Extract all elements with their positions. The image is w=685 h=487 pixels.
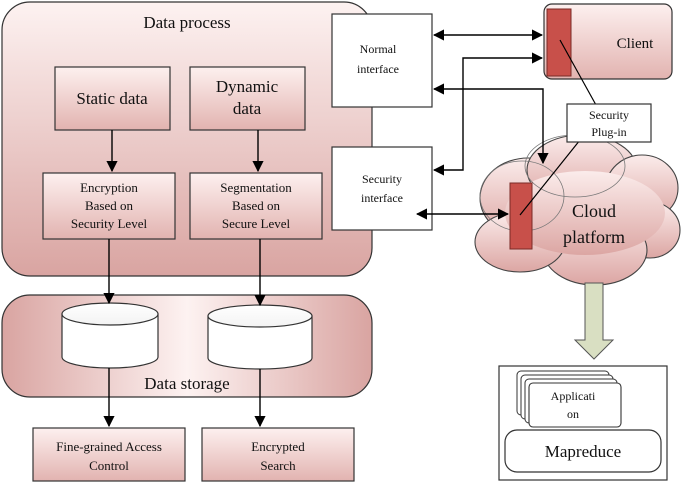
encrypted-search-line2: Search	[260, 458, 296, 473]
client-box: Client	[543, 3, 673, 80]
security-interface-box: Security interface	[331, 146, 433, 231]
access-control-line1: Fine-grained Access	[56, 439, 162, 454]
cloud-platform: Cloud platform	[474, 134, 681, 286]
data-process-title: Data process	[143, 13, 230, 32]
arrow-normal-cloud	[432, 83, 549, 165]
encrypted-search-line1: Encrypted	[251, 439, 305, 454]
dynamic-data-box: Dynamic data	[189, 66, 306, 131]
segmentation-box: Segmentation Based on Secure Level	[189, 172, 323, 240]
dynamic-data-label-line1: Dynamic	[216, 77, 279, 96]
dynamic-data-label-line2: data	[233, 99, 262, 118]
security-plugin-box: Security Plug-in	[566, 103, 652, 143]
security-plugin-line2: Plug-in	[591, 125, 626, 139]
normal-interface-box: Normal interface	[331, 13, 433, 108]
access-control-line2: Control	[89, 458, 129, 473]
encryption-line3: Security Level	[71, 216, 148, 231]
encrypted-search-box: Encrypted Search	[201, 427, 355, 482]
access-control-box: Fine-grained Access Control	[32, 427, 186, 482]
cloud-label-line1: Cloud	[572, 201, 616, 221]
mapreduce-box: Mapreduce	[504, 429, 662, 473]
segmentation-line2: Based on	[232, 198, 281, 213]
client-red-bar	[546, 8, 572, 77]
mapreduce-label: Mapreduce	[545, 442, 621, 461]
cloud-label-line2: platform	[563, 227, 625, 247]
encryption-box: Encryption Based on Security Level	[42, 172, 176, 240]
application-line2: on	[567, 407, 579, 421]
database-cylinder-left	[61, 302, 159, 369]
normal-interface-line1: Normal	[360, 42, 397, 56]
security-plugin-line1: Security	[589, 108, 629, 122]
encryption-line1: Encryption	[80, 180, 138, 195]
segmentation-line1: Segmentation	[220, 180, 292, 195]
arrow-security-interface-client	[432, 52, 544, 176]
static-data-box: Static data	[54, 66, 171, 131]
application-line1: Applicati	[551, 389, 596, 403]
client-label: Client	[617, 36, 654, 52]
arrow-cloud-to-app	[573, 282, 615, 360]
normal-interface-line2: interface	[357, 62, 399, 76]
plugin-link-client	[559, 39, 597, 106]
security-interface-line2: interface	[361, 191, 403, 205]
encryption-line2: Based on	[85, 198, 134, 213]
data-storage-title: Data storage	[144, 374, 229, 393]
static-data-label: Static data	[76, 89, 148, 108]
security-interface-line1: Security	[362, 172, 402, 186]
data-storage-panel: Data storage	[1, 294, 373, 398]
segmentation-line3: Secure Level	[222, 216, 291, 231]
cloud-red-bar	[509, 182, 533, 250]
database-cylinder-right	[207, 304, 313, 370]
app-frame: Applicati on Mapreduce	[498, 365, 668, 481]
plugin-link-cloud	[519, 139, 581, 216]
application-card: Applicati on	[528, 382, 622, 428]
